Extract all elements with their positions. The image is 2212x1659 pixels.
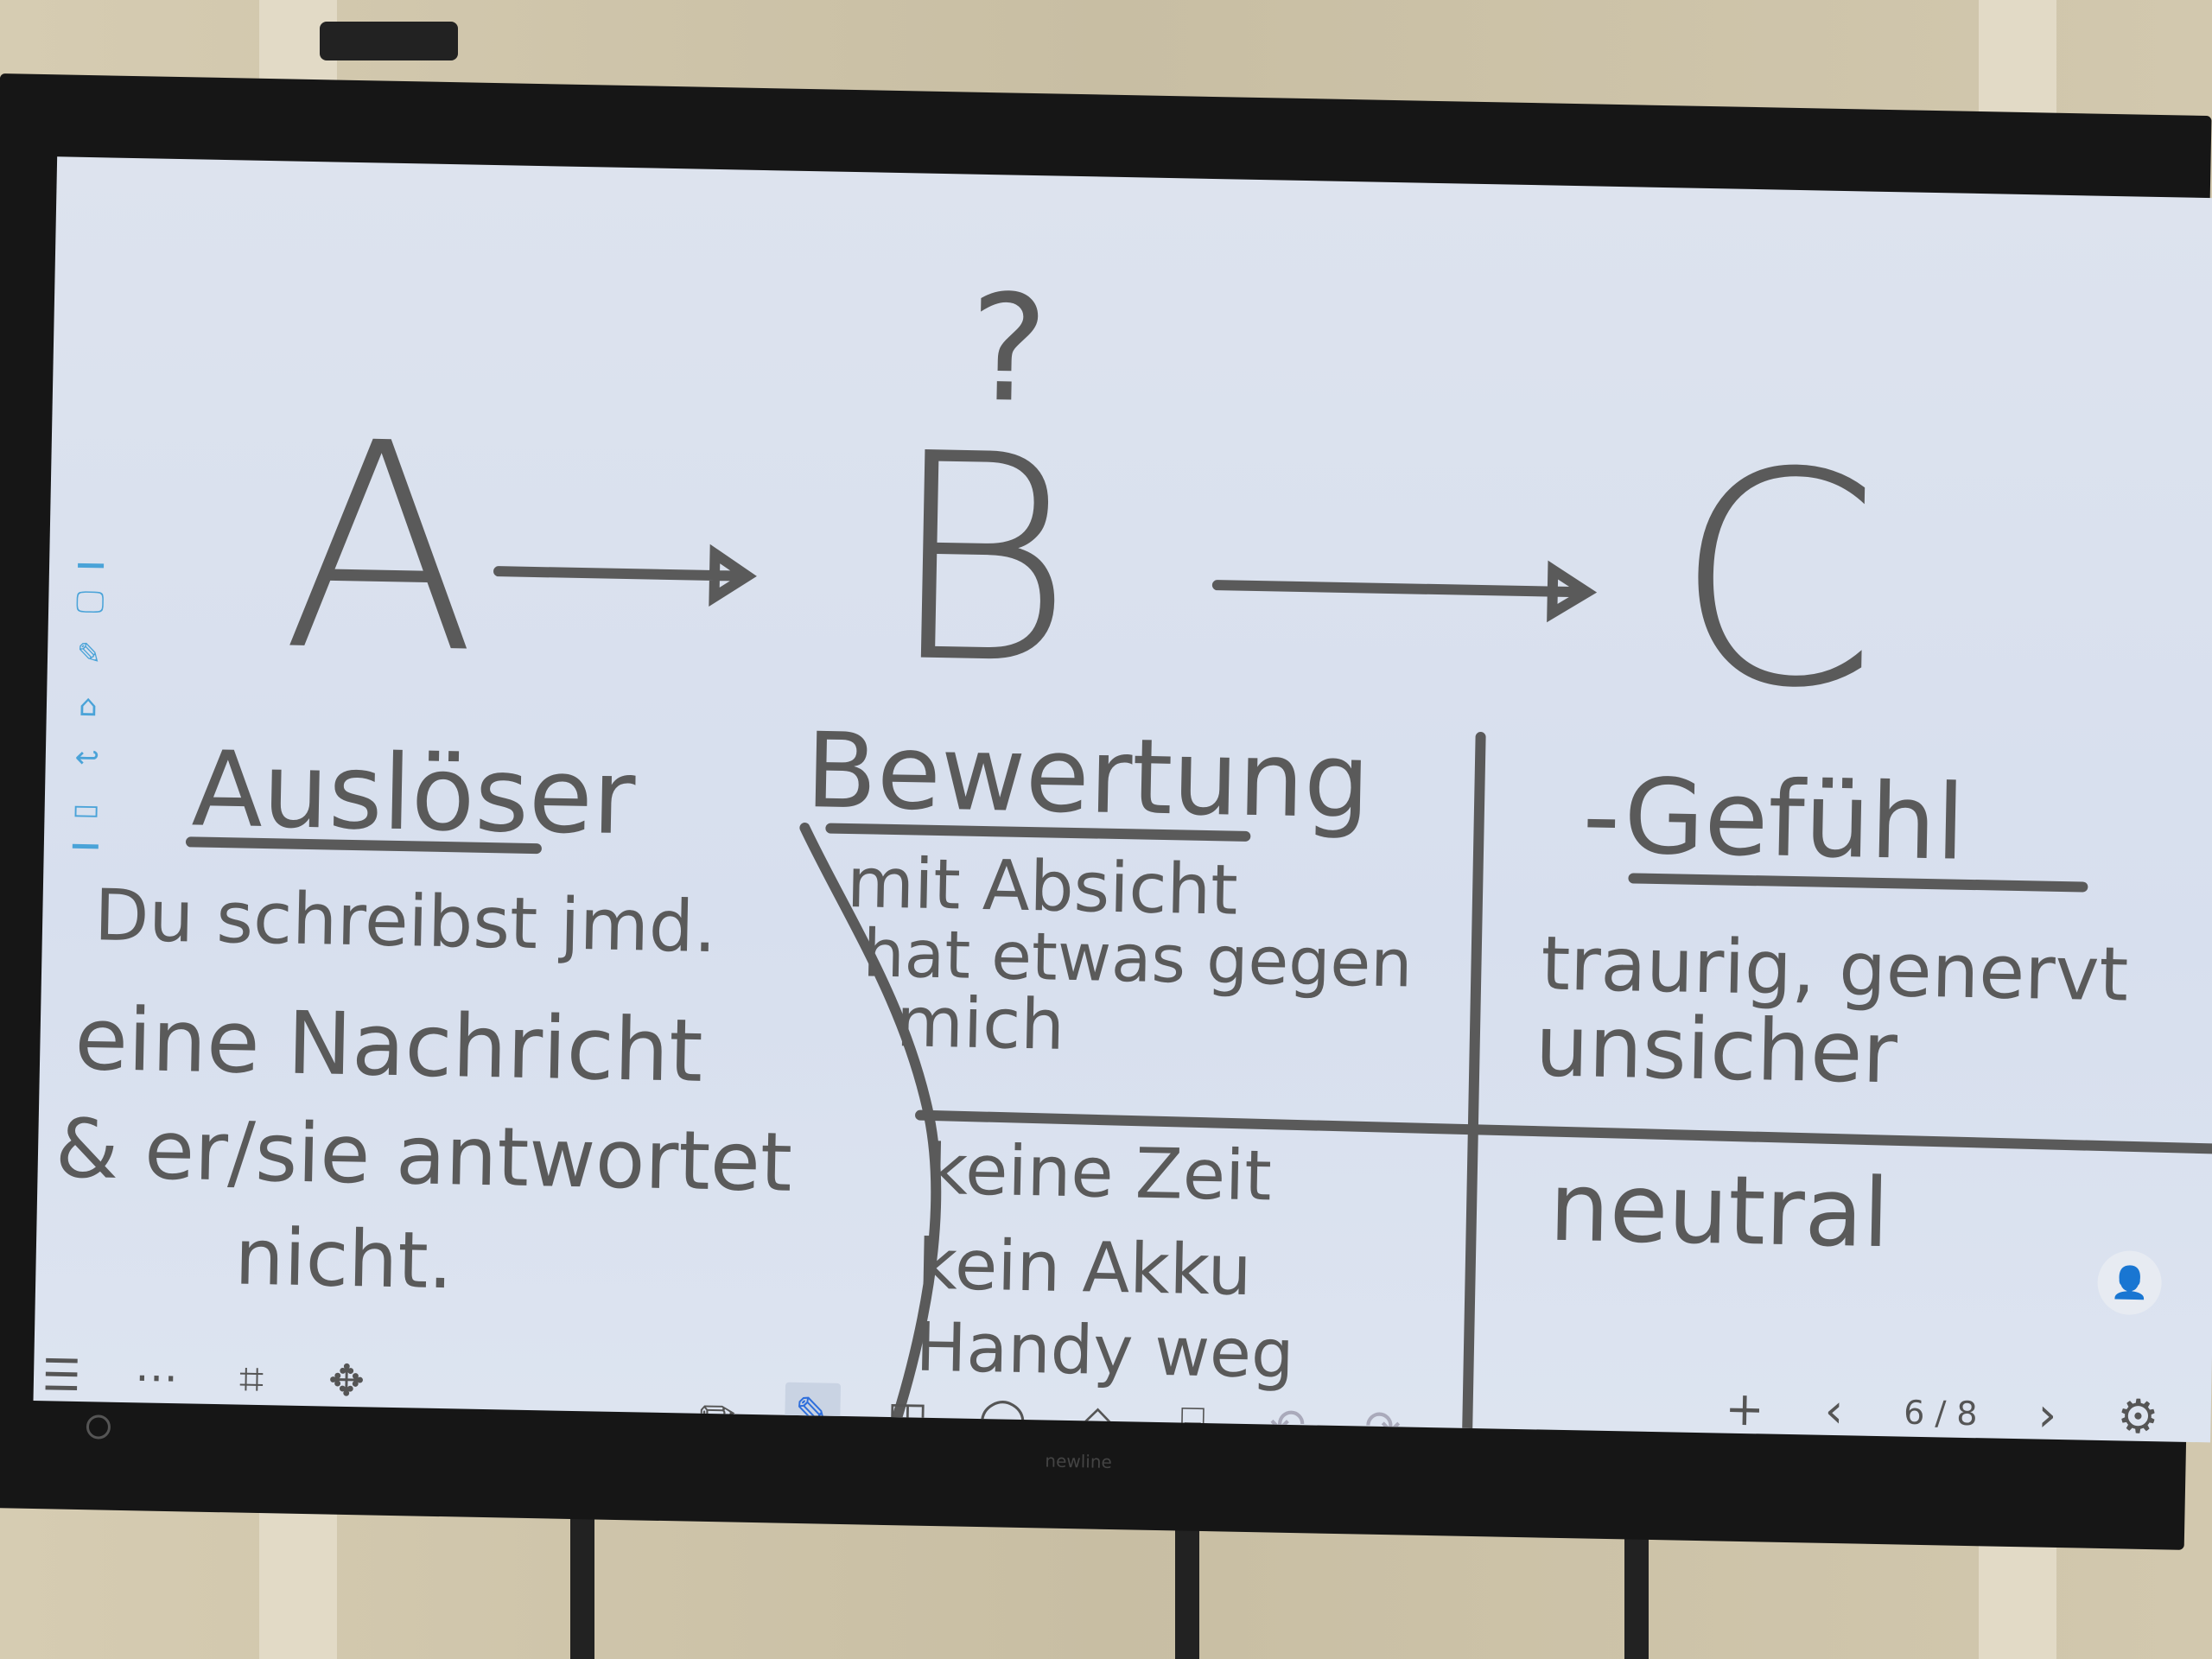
lasso-tool-icon[interactable]: ◯ [977, 1394, 1027, 1443]
home-icon[interactable]: ⌂ [78, 688, 99, 724]
question-mark: ? [968, 264, 1049, 436]
arrow-a-to-b [493, 543, 757, 607]
page-navigation: + ‹ 6 / 8 › ⚙ [1725, 1382, 2159, 1443]
menu-handle-bottom[interactable] [72, 843, 99, 849]
previous-page-icon[interactable]: ‹ [1824, 1382, 1844, 1439]
trigger-line-1: Du schreibst jmd. [93, 874, 717, 969]
pen-icon[interactable]: ✎ [76, 636, 102, 672]
letter-b: B [885, 392, 1077, 728]
side-quick-menu: 🖵 ✎ ⌂ ↩ ▭ [68, 563, 108, 849]
stand-leg [1175, 1521, 1199, 1659]
page-indicator[interactable]: 6 / 8 [1903, 1393, 1979, 1433]
add-page-icon[interactable]: + [1724, 1381, 1765, 1437]
heading-bewertung: Bewertung [804, 711, 1370, 842]
brand-logo: newline [1045, 1450, 1113, 1472]
trigger-line-3: & er/sie antwortet [54, 1102, 793, 1210]
evaluation-1-line-1: mit Absicht [846, 842, 1238, 931]
camera-device [320, 22, 458, 60]
evaluation-2-line-1: keine Zeit [927, 1129, 1273, 1217]
evaluation-2-line-2: kein Akku [917, 1224, 1252, 1311]
letter-c: C [1670, 408, 1882, 753]
menu-handle-top[interactable] [78, 563, 105, 569]
evaluation-1-line-3: mich [895, 982, 1065, 1065]
sensor-icon [86, 1414, 111, 1440]
column-divider-line [1462, 732, 1486, 1433]
ink-canvas[interactable]: ? A B C Auslöser Bewertung -Gefühl Du sc… [34, 156, 2212, 1442]
heading-ausloeser: Auslöser [191, 729, 637, 858]
shape-tool-icon[interactable]: ◫ [887, 1392, 929, 1443]
move-canvas-icon[interactable]: ✥ [327, 1355, 365, 1407]
notes-menu-icon[interactable]: ☰ [41, 1350, 82, 1402]
stand-leg [570, 1503, 594, 1659]
settings-gear-icon[interactable]: ⚙ [2116, 1389, 2160, 1443]
feeling-1-line-2: unsicher [1535, 997, 1899, 1103]
highlighter-tool-icon[interactable]: ✎ [784, 1382, 842, 1443]
underline-bewertung [825, 823, 1251, 842]
qr-share-icon[interactable]: ⌗ [238, 1353, 264, 1404]
heading-gefuehl: -Gefühl [1581, 756, 1966, 883]
pencil-tool-icon[interactable]: ✏ [698, 1388, 736, 1440]
trigger-line-4: nicht. [234, 1211, 454, 1306]
row-divider-line [915, 1109, 2212, 1154]
evaluation-1-line-2: hat etwas gegen [862, 914, 1413, 1001]
arrow-b-to-c [1211, 560, 1598, 623]
stand-leg [1624, 1529, 1649, 1659]
next-page-icon[interactable]: › [2037, 1387, 2057, 1442]
presentation-tool-icon[interactable]: ⌸ [1179, 1397, 1206, 1443]
underline-ausloeser [185, 836, 542, 855]
eraser-tool-icon[interactable]: ◇ [1080, 1395, 1116, 1443]
pc-source-icon[interactable]: ▭ [72, 791, 101, 828]
display-bezel: newline ? A B C Auslöser Bewertung -Gefü… [0, 73, 2212, 1550]
redo-icon[interactable]: ↷ [1363, 1401, 1402, 1443]
whiteboard-screen[interactable]: ? A B C Auslöser Bewertung -Gefühl Du sc… [33, 156, 2212, 1443]
feeling-2-line-1: neutral [1548, 1152, 1891, 1269]
person-icon: 👤 [2109, 1265, 2150, 1301]
left-toolbar: ☰ ⋯ ⌗ ✥ [34, 1340, 375, 1416]
feeling-1-line-1: traurig, genervt [1541, 920, 2129, 1018]
evaluation-2-line-3: Handy weg [915, 1309, 1294, 1394]
trigger-line-2: eine Nachricht [73, 988, 703, 1102]
underline-gefuehl [1628, 873, 2088, 893]
back-icon[interactable]: ↩ [74, 740, 100, 776]
letter-a: A [280, 380, 481, 715]
more-icon[interactable]: ⋯ [134, 1351, 179, 1403]
undo-icon[interactable]: ↶ [1268, 1399, 1306, 1443]
annotate-screen-icon[interactable]: 🖵 [75, 584, 105, 620]
